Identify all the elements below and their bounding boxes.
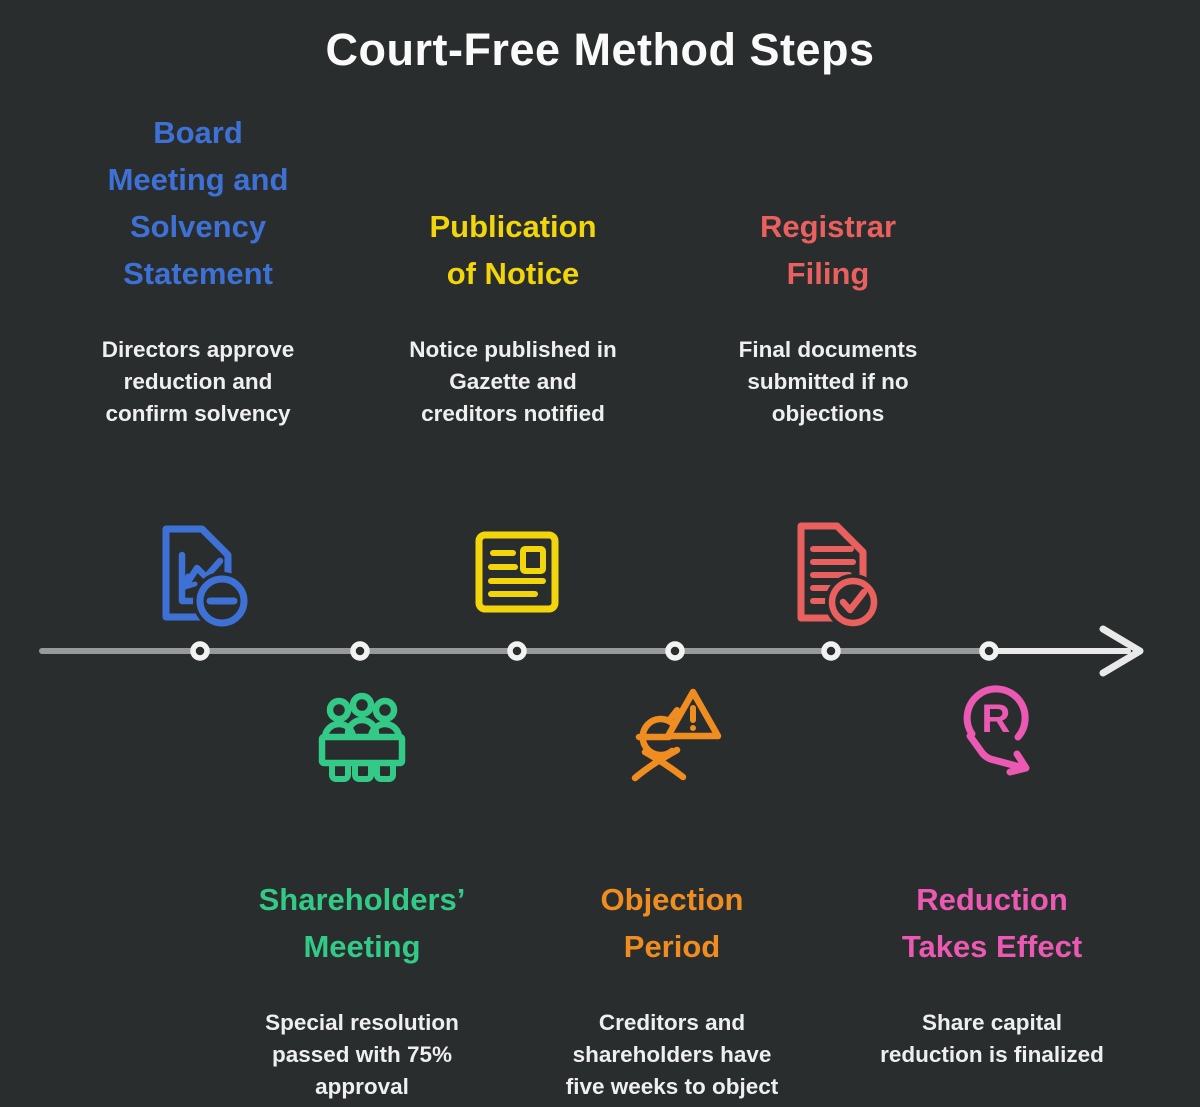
step-description: Special resolution passed with 75% appro… <box>265 1010 459 1099</box>
step-caption-reduction-takes-effect: Reduction Takes Effect Share capital red… <box>837 858 1147 1089</box>
step-description: Share capital reduction is finalized <box>880 1010 1104 1067</box>
step-caption-registrar-filing: Registrar Filing Final documents submitt… <box>673 185 983 448</box>
document-check-icon <box>775 516 887 628</box>
step-title: Registrar Filing <box>759 209 897 291</box>
step-caption-board-meeting: Board Meeting and Solvency Statement Dir… <box>43 91 353 448</box>
step-title: Shareholders’ Meeting <box>258 882 466 964</box>
step-title: Reduction Takes Effect <box>901 882 1083 964</box>
document-chart-minus-icon <box>144 517 256 629</box>
step-caption-publication-of-notice: Publication of Notice Notice published i… <box>358 185 668 448</box>
svg-text:R: R <box>982 697 1011 741</box>
newspaper-notice-icon <box>461 515 573 627</box>
step-title: Publication of Notice <box>429 209 597 291</box>
step-description: Directors approve reduction and confirm … <box>101 337 295 426</box>
step-title: Board Meeting and Solvency Statement <box>107 115 289 291</box>
meeting-table-people-icon <box>306 680 418 792</box>
step-caption-objection-period: Objection Period Creditors and sharehold… <box>517 858 827 1107</box>
registered-trend-arrow-icon: R <box>936 676 1048 788</box>
step-description: Final documents submitted if no objectio… <box>738 337 918 426</box>
step-caption-shareholders-meeting: Shareholders’ Meeting Special resolution… <box>207 858 517 1107</box>
step-title: Objection Period <box>600 882 744 964</box>
page-title: Court-Free Method Steps <box>325 24 875 75</box>
step-description: Notice published in Gazette and creditor… <box>409 337 617 426</box>
step-description: Creditors and shareholders have five wee… <box>565 1010 779 1099</box>
creditor-warning-icon <box>619 678 731 790</box>
timeline-arrow <box>39 625 1144 677</box>
